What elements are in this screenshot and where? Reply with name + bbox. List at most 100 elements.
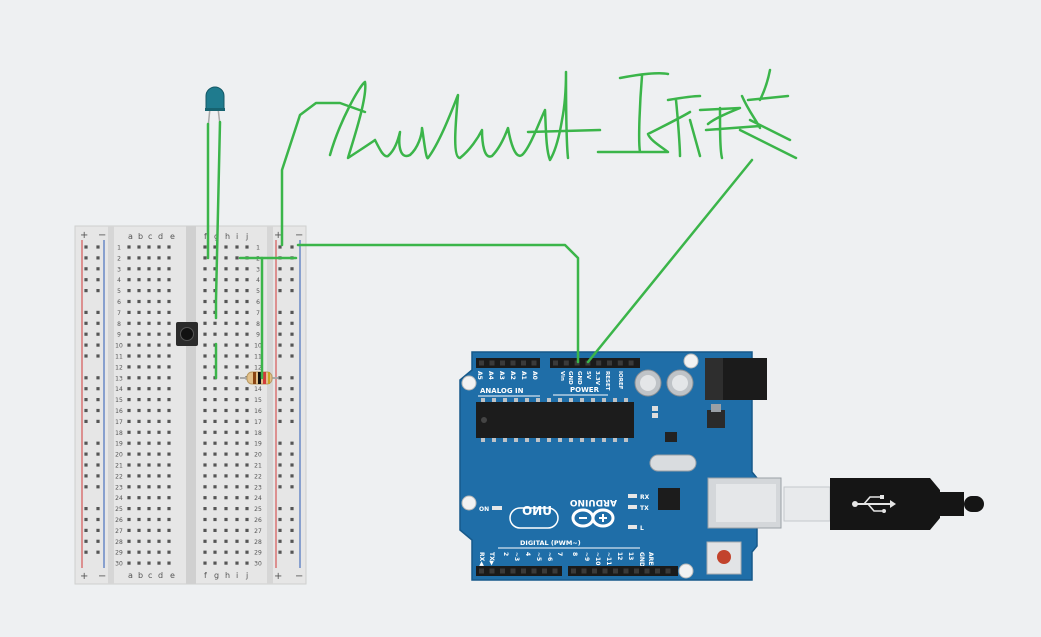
wire-rail-top[interactable] bbox=[280, 101, 367, 247]
breadboard-hole[interactable] bbox=[235, 398, 239, 402]
breadboard-hole[interactable] bbox=[157, 408, 161, 413]
header-pin-socket[interactable] bbox=[617, 360, 623, 366]
rail-hole[interactable] bbox=[84, 528, 88, 532]
rail-hole[interactable] bbox=[278, 408, 282, 413]
breadboard-hole[interactable] bbox=[213, 561, 217, 565]
breadboard-hole[interactable] bbox=[127, 321, 131, 325]
breadboard-hole[interactable] bbox=[203, 550, 207, 554]
breadboard-hole[interactable] bbox=[167, 310, 171, 314]
rail-hole[interactable] bbox=[278, 485, 282, 489]
header-pin-socket[interactable] bbox=[613, 568, 618, 574]
rail-hole[interactable] bbox=[290, 474, 294, 478]
breadboard-hole[interactable] bbox=[157, 474, 161, 478]
breadboard-hole[interactable] bbox=[203, 343, 207, 347]
rail-hole[interactable] bbox=[84, 517, 88, 522]
breadboard-hole[interactable] bbox=[245, 550, 249, 554]
breadboard-hole[interactable] bbox=[203, 354, 207, 358]
breadboard-hole[interactable] bbox=[245, 430, 249, 434]
breadboard-hole[interactable] bbox=[127, 441, 131, 445]
breadboard-hole[interactable] bbox=[127, 474, 131, 478]
breadboard-hole[interactable] bbox=[147, 539, 151, 543]
rail-hole[interactable] bbox=[96, 474, 100, 478]
breadboard-hole[interactable] bbox=[235, 507, 239, 511]
breadboard-hole[interactable] bbox=[157, 343, 161, 347]
breadboard-hole[interactable] bbox=[147, 387, 151, 391]
breadboard-hole[interactable] bbox=[167, 550, 171, 554]
breadboard-hole[interactable] bbox=[203, 321, 207, 325]
breadboard-hole[interactable] bbox=[235, 441, 239, 445]
breadboard-hole[interactable] bbox=[127, 310, 131, 314]
breadboard-hole[interactable] bbox=[127, 452, 131, 456]
breadboard-hole[interactable] bbox=[213, 321, 217, 325]
breadboard-hole[interactable] bbox=[235, 452, 239, 456]
breadboard-hole[interactable] bbox=[203, 376, 207, 380]
rail-hole[interactable] bbox=[84, 387, 88, 391]
breadboard-hole[interactable] bbox=[224, 267, 228, 271]
breadboard-hole[interactable] bbox=[235, 474, 239, 478]
wire-rail-to-gnd[interactable] bbox=[296, 243, 580, 364]
rail-hole[interactable] bbox=[84, 321, 88, 325]
rail-hole[interactable] bbox=[96, 289, 100, 293]
breadboard-hole[interactable] bbox=[147, 245, 151, 249]
breadboard-hole[interactable] bbox=[203, 463, 207, 467]
header-pin-socket[interactable] bbox=[510, 568, 516, 574]
breadboard-hole[interactable] bbox=[235, 517, 239, 522]
breadboard-hole[interactable] bbox=[157, 398, 161, 402]
breadboard-hole[interactable] bbox=[137, 528, 141, 532]
breadboard-hole[interactable] bbox=[127, 354, 131, 358]
breadboard-hole[interactable] bbox=[203, 408, 207, 413]
breadboard-hole[interactable] bbox=[167, 354, 171, 358]
breadboard-hole[interactable] bbox=[235, 245, 239, 249]
breadboard-hole[interactable] bbox=[147, 398, 151, 402]
breadboard-hole[interactable] bbox=[203, 332, 207, 336]
rail-hole[interactable] bbox=[278, 463, 282, 467]
breadboard-hole[interactable] bbox=[137, 419, 141, 423]
breadboard-hole[interactable] bbox=[147, 496, 151, 500]
breadboard-hole[interactable] bbox=[245, 343, 249, 347]
pushbutton-cap[interactable] bbox=[180, 327, 194, 341]
breadboard-hole[interactable] bbox=[224, 408, 228, 413]
breadboard-hole[interactable] bbox=[224, 387, 228, 391]
breadboard-hole[interactable] bbox=[157, 517, 161, 522]
breadboard-hole[interactable] bbox=[127, 517, 131, 522]
breadboard-hole[interactable] bbox=[137, 408, 141, 413]
breadboard-hole[interactable] bbox=[245, 289, 249, 293]
breadboard-hole[interactable] bbox=[245, 321, 249, 325]
breadboard-hole[interactable] bbox=[137, 299, 141, 304]
rail-hole[interactable] bbox=[84, 550, 88, 554]
breadboard-hole[interactable] bbox=[235, 419, 239, 423]
breadboard-hole[interactable] bbox=[213, 387, 217, 391]
header-pin-socket[interactable] bbox=[628, 360, 634, 366]
breadboard-hole[interactable] bbox=[235, 321, 239, 325]
header-pin-socket[interactable] bbox=[607, 360, 612, 366]
breadboard-hole[interactable] bbox=[203, 419, 207, 423]
breadboard-hole[interactable] bbox=[224, 419, 228, 423]
rail-hole[interactable] bbox=[278, 332, 282, 336]
rail-hole[interactable] bbox=[96, 310, 100, 314]
breadboard-hole[interactable] bbox=[224, 539, 228, 543]
breadboard-hole[interactable] bbox=[167, 321, 171, 325]
rail-hole[interactable] bbox=[96, 507, 100, 511]
breadboard-hole[interactable] bbox=[157, 354, 161, 358]
breadboard-hole[interactable] bbox=[137, 474, 141, 478]
breadboard-hole[interactable] bbox=[147, 430, 151, 434]
breadboard-hole[interactable] bbox=[203, 452, 207, 456]
breadboard-hole[interactable] bbox=[147, 485, 151, 489]
rail-hole[interactable] bbox=[84, 539, 88, 543]
breadboard-hole[interactable] bbox=[235, 310, 239, 314]
breadboard-hole[interactable] bbox=[235, 289, 239, 293]
breadboard-hole[interactable] bbox=[235, 267, 239, 271]
rail-hole[interactable] bbox=[96, 267, 100, 271]
breadboard-hole[interactable] bbox=[147, 289, 151, 293]
rail-hole[interactable] bbox=[290, 528, 294, 532]
rail-hole[interactable] bbox=[96, 550, 100, 554]
breadboard-hole[interactable] bbox=[127, 539, 131, 543]
header-pin-socket[interactable] bbox=[634, 568, 639, 574]
rail-hole[interactable] bbox=[290, 398, 294, 402]
breadboard-hole[interactable] bbox=[157, 419, 161, 423]
rail-hole[interactable] bbox=[96, 441, 100, 445]
breadboard-hole[interactable] bbox=[235, 539, 239, 543]
breadboard-hole[interactable] bbox=[147, 365, 151, 369]
handwritten-signature-drawing[interactable] bbox=[328, 68, 798, 162]
